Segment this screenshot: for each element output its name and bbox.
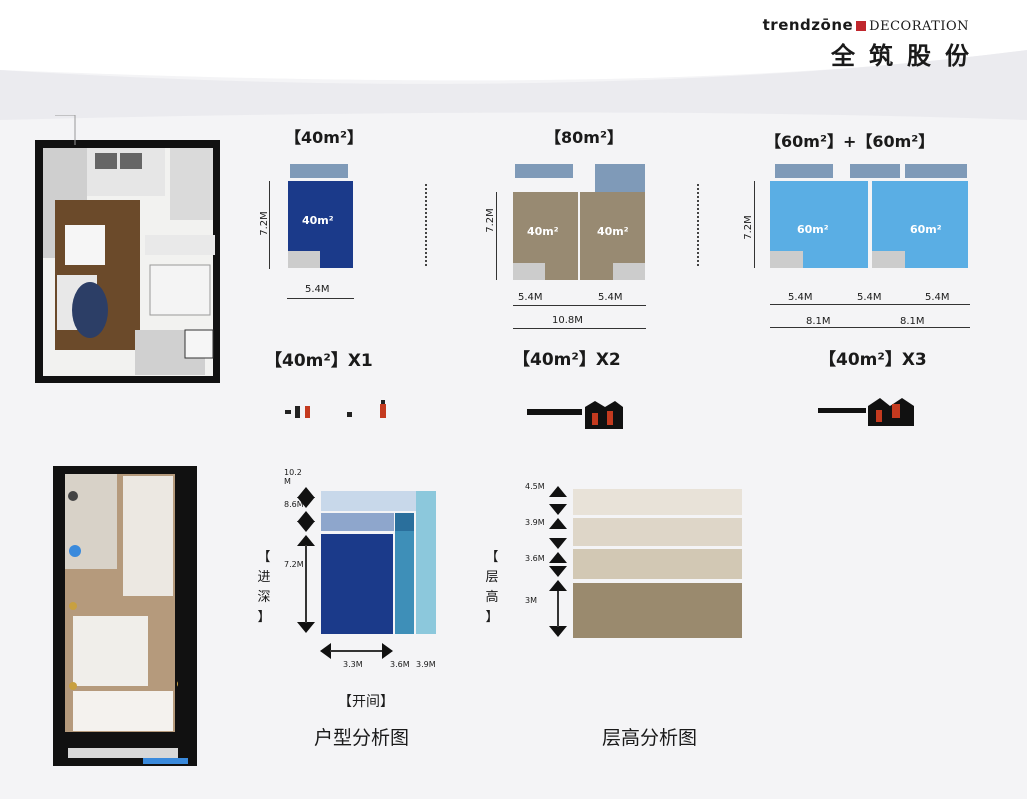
unit-120-total-1: 8.1M [806,316,831,327]
height-tick-3-6: 3.6M [525,554,545,563]
height-band-3-6 [573,549,742,579]
depth-label-char2: 深 [257,590,271,605]
depth-label-open: 【 [257,550,271,565]
height-band-3-9 [573,518,742,546]
unit-120-total-2: 8.1M [900,316,925,327]
layout-base-block [321,534,393,634]
unit-80-balcony-b [595,164,645,192]
height-tick-3-9: 3.9M [525,518,545,527]
floor-plan-top [35,115,220,383]
layout-band-right-light [416,491,436,634]
height-label: 【 层 高 】 [484,548,500,628]
unit-80-room-a-label: 40m² [527,225,559,238]
multiplier-x2: 【40m²】X2 [513,350,621,370]
layout-band-corner [395,513,414,531]
unit-40-room-label: 40m² [302,214,334,227]
unit-80-width-a: 5.4M [518,292,543,303]
unit-120-height: 7.2M [742,215,754,240]
unit-40-height: 7.2M [258,211,270,236]
depth-label-close: 】 [257,610,271,625]
depth-tick-8-6: 8.6M [284,500,304,509]
depth-label: 【 进 深 】 [256,548,272,628]
layout-chart-caption: 户型分析图 [314,727,410,749]
unit-120-width-1: 5.4M [788,292,813,303]
layout-band-mid [321,513,394,531]
width-label: 【开间】 [338,694,394,710]
unit-40-title: 【40m²】 [285,128,363,147]
height-label-close: 】 [485,610,499,625]
unit-80-height: 7.2M [484,208,496,233]
unit-120-title: 【60m²】+【60m²】 [765,132,935,151]
brand-wordmark: trendzōne DECORATION [763,16,969,34]
unit-120-balcony-a [775,164,833,178]
unit-80-title: 【80m²】 [545,128,623,147]
unit-80-room-b-label: 40m² [597,225,629,238]
height-chart-caption: 层高分析图 [602,727,698,749]
height-label-char2: 高 [485,590,499,605]
unit-40-balcony [290,164,348,178]
unit-80-width-b: 5.4M [598,292,623,303]
height-band-4-5 [573,489,742,515]
width-tick-3-3: 3.3M [343,660,363,669]
unit-120-balcony-c [905,164,967,178]
unit-120-balcony-b [850,164,900,178]
x2-icon-cluster [527,401,623,429]
depth-label-char1: 进 [257,570,271,585]
unit-80-balcony-a [515,164,573,178]
depth-tick-7-2: 7.2M [284,560,304,569]
multiplier-x3: 【40m²】X3 [819,350,927,370]
unit-120-room-b-label: 60m² [910,223,942,236]
divider-1 [425,184,427,266]
x1-icon-cluster [285,400,386,418]
unit-120-room-b-right [904,181,968,268]
brand-mark-icon [856,21,867,31]
depth-tick-10-2: 10.2 M [284,468,302,486]
unit-120-bath-a [770,251,803,268]
unit-120-room-a-label: 60m² [797,223,829,236]
multiplier-x1: 【40m²】X1 [265,351,373,371]
height-band-3 [573,583,742,638]
brand-latin: trendzōne [762,16,854,34]
unit-80-total: 10.8M [552,315,583,326]
divider-2 [697,184,699,266]
unit-120-room-a-right [837,181,868,268]
unit-80-bath-a [513,263,545,280]
unit-40-bath [288,251,320,268]
width-tick-3-9: 3.9M [416,660,436,669]
unit-40-width: 5.4M [305,284,330,295]
brand-chinese: 全筑股份 [831,42,983,70]
brand-decoration: DECORATION [869,19,969,34]
floor-plan-bottom [53,466,197,766]
height-label-open: 【 [485,550,499,565]
layout-band-right-mid [395,513,414,634]
unit-120-width-3: 5.4M [925,292,950,303]
height-label-char1: 层 [485,570,499,585]
layout-band-top [321,491,416,511]
unit-80-bath-b [613,263,645,280]
unit-120-width-2: 5.4M [857,292,882,303]
height-tick-3: 3M [525,596,537,605]
unit-120-bath-b [872,251,905,268]
width-tick-3-6: 3.6M [390,660,410,669]
height-tick-4-5: 4.5M [525,482,545,491]
x3-icon-cluster [818,398,914,426]
